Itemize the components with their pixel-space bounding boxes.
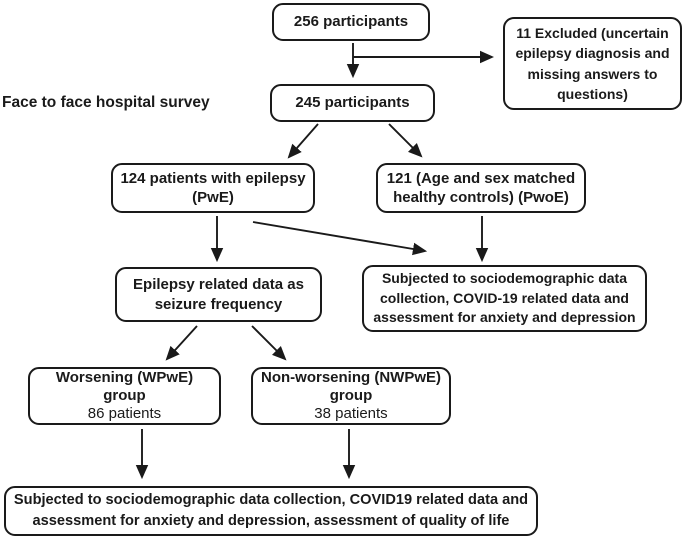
node-pwoe: 121 (Age and sex matched healthy control… (376, 163, 586, 213)
node-256-participants-text: 256 participants (293, 13, 409, 31)
node-245-participants: 245 participants (270, 84, 435, 122)
node-subjected-all: Subjected to sociodemographic data colle… (4, 486, 538, 536)
node-245-participants-text: 245 participants (295, 94, 410, 112)
survey-label: Face to face hospital survey (2, 94, 210, 112)
node-worsening-count: 86 patients (87, 405, 162, 423)
node-subjected-controls: Subjected to sociodemographic data colle… (362, 265, 647, 332)
node-pwoe-text: 121 (Age and sex matched healthy control… (386, 169, 576, 207)
node-nonworsening-group: Non-worsening (NWPwE) group 38 patients (251, 367, 451, 425)
node-worsening-title: Worsening (WPwE) group (55, 368, 194, 404)
survey-label-text: Face to face hospital survey (2, 94, 210, 111)
node-subjected-all-text: Subjected to sociodemographic data colle… (13, 492, 529, 529)
node-excluded-text: 11 Excluded (uncertain epilepsy diagnosi… (515, 24, 670, 102)
node-epilepsy-data: Epilepsy related data as seizure frequen… (115, 267, 322, 322)
node-excluded: 11 Excluded (uncertain epilepsy diagnosi… (503, 17, 682, 110)
node-nonworsening-count: 38 patients (314, 405, 388, 423)
node-nonworsening-title: Non-worsening (NWPwE) group (261, 368, 441, 404)
node-pwe: 124 patients with epilepsy (PwE) (111, 163, 315, 213)
node-pwe-text: 124 patients with epilepsy (PwE) (120, 169, 306, 207)
node-epilepsy-data-text: Epilepsy related data as seizure frequen… (133, 276, 304, 313)
node-subjected-controls-text: Subjected to sociodemographic data colle… (373, 269, 636, 326)
node-worsening-group: Worsening (WPwE) group 86 patients (28, 367, 221, 425)
node-256-participants: 256 participants (272, 3, 430, 41)
